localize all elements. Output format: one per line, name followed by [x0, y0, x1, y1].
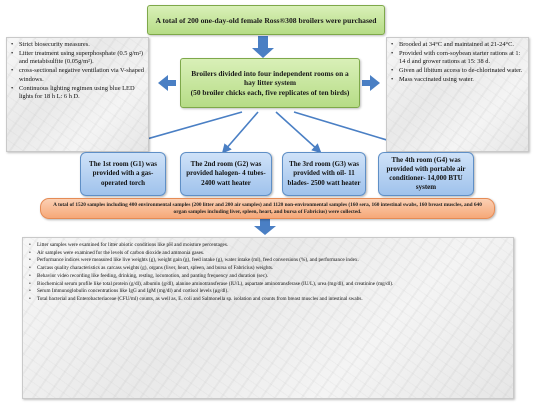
management-item: Strict biosecurity measures. — [11, 41, 144, 50]
purchase-text: A total of 200 one-day-old female Ross®3… — [155, 15, 377, 25]
samples-box: A total of 1520 samples including 400 en… — [40, 198, 495, 219]
analysis-item: Performance indices were measured like l… — [29, 257, 507, 264]
analysis-item: Total bacterial and Enterobacteriaceae (… — [29, 296, 507, 303]
analysis-item: Litter samples were examined for litter … — [29, 242, 507, 249]
management-item: cross-sectional negative ventilation via… — [11, 67, 144, 84]
husbandry-item: Mass vaccinated using water. — [391, 76, 524, 85]
room-g1-box: The 1st room (G1) was provided with a ga… — [80, 152, 166, 196]
analysis-item: Air samples were examined for the levels… — [29, 250, 507, 257]
analysis-item: Behavior video recording like feeding, d… — [29, 273, 507, 280]
right-arrow — [362, 75, 380, 91]
management-panel: Strict biosecurity measures. Litter trea… — [6, 37, 149, 152]
analysis-item: Serum Immunoglobulin concentrations like… — [29, 288, 507, 295]
analysis-item: Biochemical serum profile like total pro… — [29, 281, 507, 288]
samples-text: A total of 1520 samples including 400 en… — [53, 201, 482, 215]
branch-arrow-g2 — [221, 111, 259, 154]
room-g3-box: The 3rd room (G3) was provided with oil-… — [282, 152, 366, 196]
replicates-text: (50 broiler chicks each, five replicates… — [190, 87, 350, 97]
division-text: Broilers divided into four independent r… — [191, 68, 349, 88]
analysis-item: Carcass quality characteristics as carca… — [29, 265, 507, 272]
analyses-panel: Litter samples were examined for litter … — [22, 237, 514, 399]
left-arrow — [158, 75, 176, 91]
management-item: Continuous lighting regimen using blue L… — [11, 85, 144, 102]
management-item: Litter treatment using superphosphate (0… — [11, 50, 144, 67]
down-arrow-top — [252, 36, 274, 58]
down-arrow-bottom — [254, 218, 276, 235]
room-g1-text: The 1st room (G1) was provided with a ga… — [89, 160, 157, 187]
room-g3-text: The 3rd room (G3) was provided with oil-… — [287, 160, 361, 187]
room-g4-box: The 4th room (G4) was provided with port… — [378, 152, 474, 196]
husbandry-item: Brooded at 34°C and maintained at 21-24°… — [391, 41, 524, 50]
husbandry-item: Given ad libitum access to de-chlorinate… — [391, 67, 524, 76]
rooms-division-box: Broilers divided into four independent r… — [180, 58, 360, 108]
room-g4-text: The 4th room (G4) was provided with port… — [386, 155, 466, 192]
husbandry-item: Provided with corn-soybean starter ratio… — [391, 50, 524, 67]
room-g2-text: The 2nd room (G2) was provided halogen- … — [186, 160, 266, 187]
husbandry-panel: Brooded at 34°C and maintained at 21-24°… — [386, 37, 529, 152]
branch-arrow-g3 — [275, 111, 322, 154]
room-g2-box: The 2nd room (G2) was provided halogen- … — [180, 152, 272, 196]
purchase-box: A total of 200 one-day-old female Ross®3… — [147, 5, 385, 35]
